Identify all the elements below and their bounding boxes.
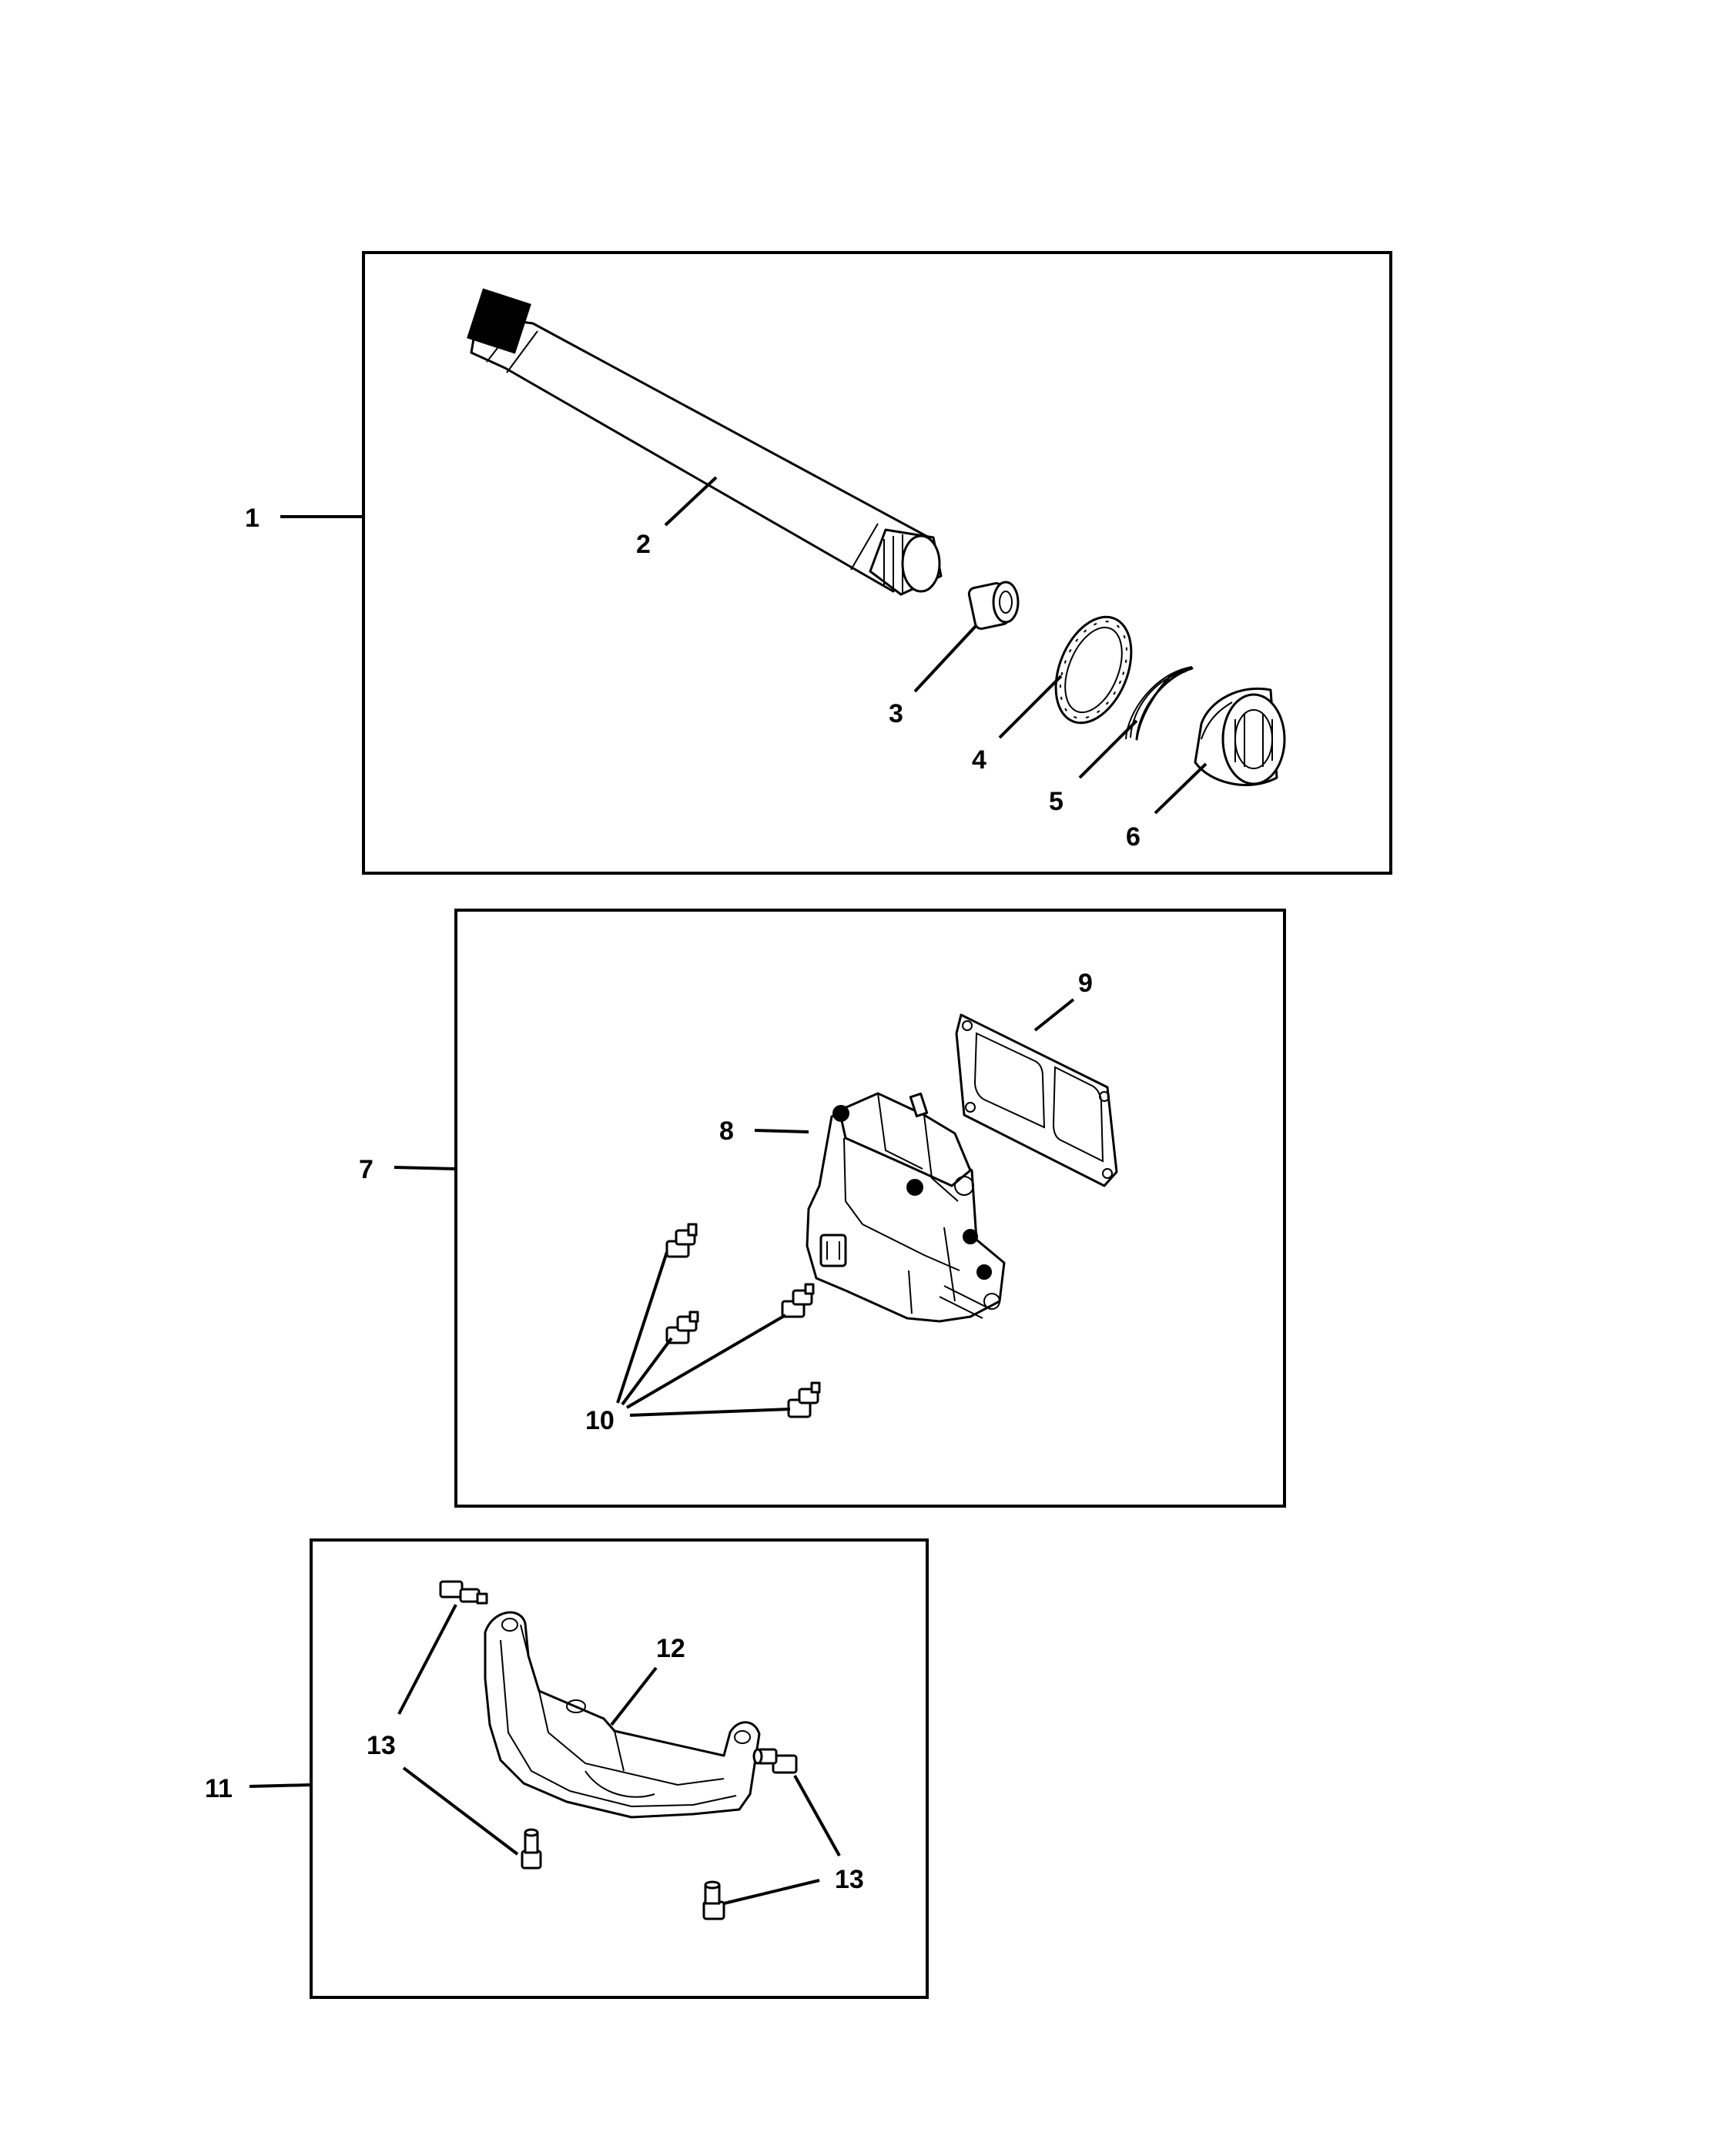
- shift-motor-icon: [806, 1092, 1006, 1323]
- leader-13c: [793, 1775, 841, 1856]
- bolt-icon-13c: [752, 1748, 798, 1774]
- bolt-icon-10b: [665, 1311, 699, 1344]
- leader-3: [913, 624, 978, 693]
- bolt-icon-13d: [702, 1880, 725, 1920]
- bolt-icon-10a: [665, 1223, 698, 1258]
- leader-5: [1078, 719, 1138, 779]
- bracket-icon: [484, 1611, 761, 1819]
- callout-7: 7: [359, 1155, 373, 1184]
- sleeve-icon: [1194, 687, 1286, 786]
- bolt-icon-13b: [521, 1828, 542, 1870]
- bolt-icon-10c: [781, 1283, 815, 1318]
- callout-5: 5: [1049, 787, 1063, 816]
- seal-ring-icon: [1054, 615, 1133, 725]
- group-11: 11 12 13 13: [205, 1538, 929, 1999]
- leader-9: [1033, 998, 1075, 1032]
- callout-9: 9: [1078, 969, 1093, 998]
- callout-11: 11: [205, 1774, 233, 1803]
- callout-13b: 13: [835, 1865, 864, 1894]
- leader-13a: [397, 1604, 457, 1715]
- callout-13a: 13: [367, 1731, 396, 1760]
- callout-2: 2: [636, 530, 651, 559]
- leader-7: [394, 1166, 457, 1170]
- leader-10c: [625, 1314, 787, 1409]
- group-11-frame: [310, 1538, 929, 1999]
- group-7: 7 8 9 10: [359, 909, 1286, 1508]
- leader-2: [664, 476, 718, 527]
- group-1-frame: [362, 251, 1392, 875]
- callout-12: 12: [656, 1634, 685, 1663]
- group-1: 1 2 3 4 5 6: [245, 251, 1392, 875]
- callout-6: 6: [1126, 822, 1141, 852]
- leader-10a: [616, 1251, 668, 1404]
- leader-10d: [629, 1408, 791, 1417]
- callout-3: 3: [889, 699, 903, 728]
- group-7-frame: [454, 909, 1286, 1508]
- leader-13d: [723, 1879, 820, 1905]
- leader-11: [249, 1783, 312, 1788]
- bolt-icon-10d: [787, 1381, 821, 1418]
- callout-4: 4: [972, 745, 986, 775]
- snap-ring-icon: [1125, 666, 1194, 741]
- gasket-icon: [955, 1013, 1118, 1187]
- bushing-icon: [967, 581, 1020, 630]
- callout-8: 8: [719, 1116, 734, 1146]
- callout-10: 10: [585, 1406, 615, 1435]
- leader-13b: [402, 1766, 519, 1856]
- leader-6: [1154, 762, 1208, 815]
- leader-12: [610, 1666, 658, 1726]
- bolt-icon-13a: [439, 1580, 488, 1605]
- callout-1: 1: [245, 504, 260, 533]
- leader-10b: [621, 1337, 673, 1406]
- leader-8: [754, 1129, 809, 1133]
- shaft-icon: [467, 288, 943, 596]
- leader-4: [998, 675, 1063, 739]
